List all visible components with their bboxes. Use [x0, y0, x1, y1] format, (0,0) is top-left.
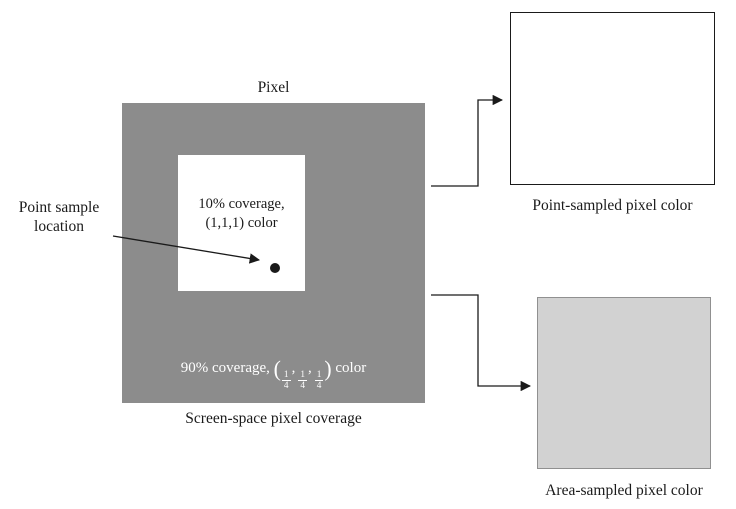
area-sampled-caption: Area-sampled pixel color	[545, 482, 703, 499]
area-coverage-prefix: 90% coverage,	[180, 359, 270, 376]
screen-space-caption: Screen-space pixel coverage	[185, 410, 362, 427]
point-sampled-color-swatch	[510, 12, 715, 185]
point-sample-label-line2: location	[34, 218, 84, 236]
point-sample-label-line1: Point sample	[18, 199, 100, 216]
coverage-region-line2: (1,1,1) color	[205, 214, 278, 231]
area-sampled-color-swatch	[537, 297, 711, 469]
open-paren: (	[273, 356, 281, 381]
arrow-to-area-sampled	[431, 294, 532, 392]
pixel-label: Pixel	[257, 79, 290, 96]
coverage-region-label: 10% coverage, (1,1,1) color	[178, 155, 305, 233]
point-sample-location-label: Point sample location	[6, 198, 112, 237]
comma-1: ,	[291, 359, 296, 376]
area-coverage-suffix: color	[335, 359, 367, 376]
comma-2: ,	[307, 359, 312, 376]
point-sampled-caption: Point-sampled pixel color	[532, 197, 693, 214]
coverage-region-square: 10% coverage, (1,1,1) color	[178, 155, 305, 291]
screen-space-pixel-square: 10% coverage, (1,1,1) color 90% coverage…	[122, 103, 425, 403]
arrow-to-point-sampled	[431, 94, 504, 187]
close-paren: )	[324, 356, 332, 381]
coverage-region-line1: 10% coverage,	[198, 196, 285, 212]
